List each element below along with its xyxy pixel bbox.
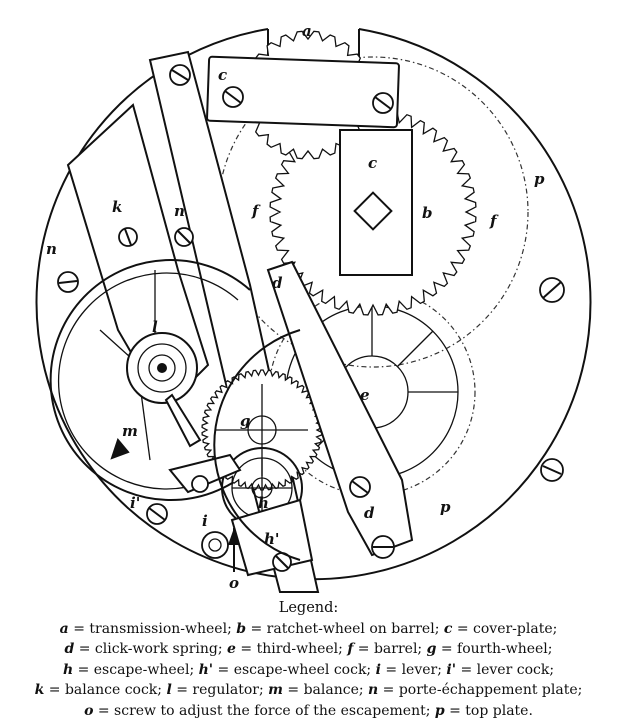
legend-entry: i = lever; [375, 661, 447, 678]
legend-entry: g = fourth-wheel; [426, 641, 553, 657]
legend-entry: d = click-work spring; [64, 641, 228, 657]
label-b: b [422, 204, 433, 222]
regulator [126, 332, 202, 448]
legend-line: a = transmission-wheel; b = ratchet-whee… [0, 619, 617, 640]
legend-key: n [368, 682, 379, 698]
label-d-upper: d [272, 274, 283, 292]
label-c-upper: c [218, 66, 227, 84]
legend-key: f [347, 641, 354, 657]
cover-plate-upper [206, 55, 400, 129]
legend-entry: k = balance cock; [34, 682, 167, 698]
label-i: i [202, 512, 208, 530]
legend-title: Legend: [278, 600, 339, 616]
legend-key: l [166, 682, 172, 698]
legend: Legend: a = transmission-wheel; b = ratc… [0, 598, 617, 721]
label-k: k [112, 198, 122, 216]
adjust-screw-pointer [228, 528, 240, 572]
label-p-lower: p [440, 498, 451, 516]
legend-key: i [375, 661, 381, 678]
legend-entry: h = escape-wheel; [62, 661, 199, 678]
label-n-outer: n [46, 240, 57, 258]
label-n-inner: n [174, 202, 185, 220]
label-h-prime: h' [264, 530, 280, 548]
legend-key: e [227, 641, 236, 657]
legend-key: b [236, 620, 247, 637]
legend-entry: m = balance; [268, 682, 369, 698]
label-l: l [152, 318, 158, 336]
legend-entry: c = cover-plate; [443, 620, 558, 637]
label-i-prime: i' [130, 494, 140, 512]
third-wheel-outline [268, 288, 476, 496]
legend-entry: o = screw to adjust the force of the esc… [84, 702, 435, 719]
porte-echappement-screws [57, 271, 79, 293]
label-p-right: p [534, 170, 545, 188]
cover-plate-center [339, 129, 413, 276]
legend-key: c [443, 620, 453, 637]
label-f-left: f [251, 202, 261, 220]
legend-key: h' [198, 661, 214, 678]
legend-key: h [62, 661, 74, 678]
legend-entry: b = ratchet-wheel on barrel; [236, 620, 444, 637]
barrel-outline [217, 56, 529, 368]
lever-cock-screw [146, 503, 168, 525]
legend-key: m [268, 682, 283, 698]
escape-wheel-cock [230, 498, 314, 577]
legend-key: i' [446, 661, 456, 678]
label-e: e [360, 386, 370, 404]
legend-line: o = screw to adjust the force of the esc… [0, 701, 617, 722]
legend-key: p [434, 702, 445, 719]
label-d-lower: d [364, 504, 375, 522]
legend-entry: f = barrel; [347, 641, 427, 657]
legend-entry: n = porte-échappement plate; [368, 682, 583, 698]
legend-key: o [84, 702, 94, 719]
legend-key: a [59, 620, 69, 637]
legend-entry: h' = escape-wheel cock; [198, 661, 376, 678]
label-f-right: f [489, 212, 499, 230]
click-work-spring [213, 260, 414, 561]
legend-key: g [426, 641, 437, 657]
legend-entry: e = third-wheel; [227, 641, 348, 657]
lever [168, 453, 242, 559]
legend-line: k = balance cock; l = regulator; m = bal… [0, 680, 617, 701]
label-g: g [240, 412, 251, 430]
watch-movement-diagram: a c c b p f f k n n d l e g m h i' d p i… [35, 22, 592, 593]
legend-entry: i' = lever cock; [446, 661, 555, 678]
label-a: a [302, 22, 312, 40]
legend-entry: p = top plate. [434, 702, 533, 719]
legend-line: d = click-work spring; e = third-wheel; … [0, 639, 617, 660]
legend-key: k [34, 682, 45, 698]
legend-body: a = transmission-wheel; b = ratchet-whee… [0, 619, 617, 722]
label-o: o [229, 574, 239, 592]
legend-entry: l = regulator; [166, 682, 269, 698]
label-c-center: c [368, 154, 377, 172]
balance [49, 259, 251, 501]
plate-screws-right [539, 277, 565, 482]
legend-key: d [64, 641, 75, 657]
label-h: h [258, 494, 269, 512]
label-m: m [122, 422, 138, 440]
legend-line: h = escape-wheel; h' = escape-wheel cock… [0, 660, 617, 681]
legend-entry: a = transmission-wheel; [59, 620, 237, 637]
